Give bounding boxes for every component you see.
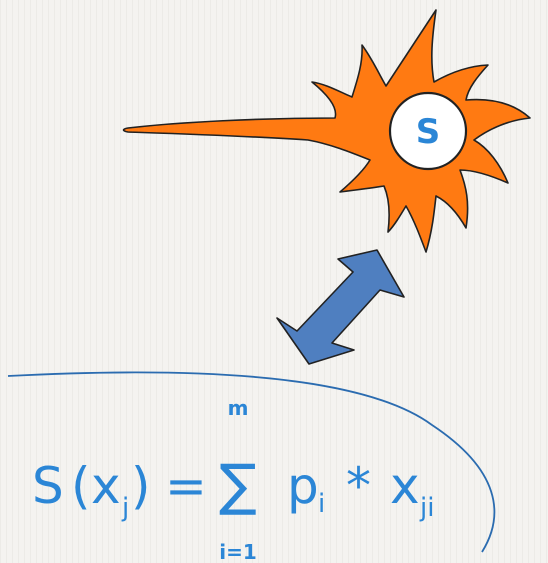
formula-lhs-fn: S xyxy=(32,457,64,515)
sum-upper-limit: m xyxy=(228,396,249,420)
formula-equals: = xyxy=(165,457,207,515)
formula: S ( x j ) = m ∑ i=1 p i * x ji xyxy=(32,396,434,563)
formula-lhs-close: ) xyxy=(131,457,151,515)
formula-term2: x xyxy=(390,457,420,515)
sum-lower-limit: i=1 xyxy=(219,540,257,563)
neuron-body xyxy=(122,9,531,253)
formula-term2-sub: ji xyxy=(419,493,434,523)
formula-lhs-var: x xyxy=(91,457,121,515)
formula-term1-sub: i xyxy=(318,489,325,519)
formula-times: * xyxy=(346,457,371,515)
formula-lhs-open: ( xyxy=(71,457,91,515)
neuron: S xyxy=(122,9,531,253)
boundary-curve xyxy=(7,371,496,553)
formula-term1: p xyxy=(287,457,319,515)
double-arrow xyxy=(276,249,405,365)
sum-symbol: ∑ xyxy=(219,453,257,518)
neuron-nucleus xyxy=(388,91,468,171)
neuron-label: S xyxy=(416,112,441,152)
formula-lhs-sub: j xyxy=(121,493,129,523)
